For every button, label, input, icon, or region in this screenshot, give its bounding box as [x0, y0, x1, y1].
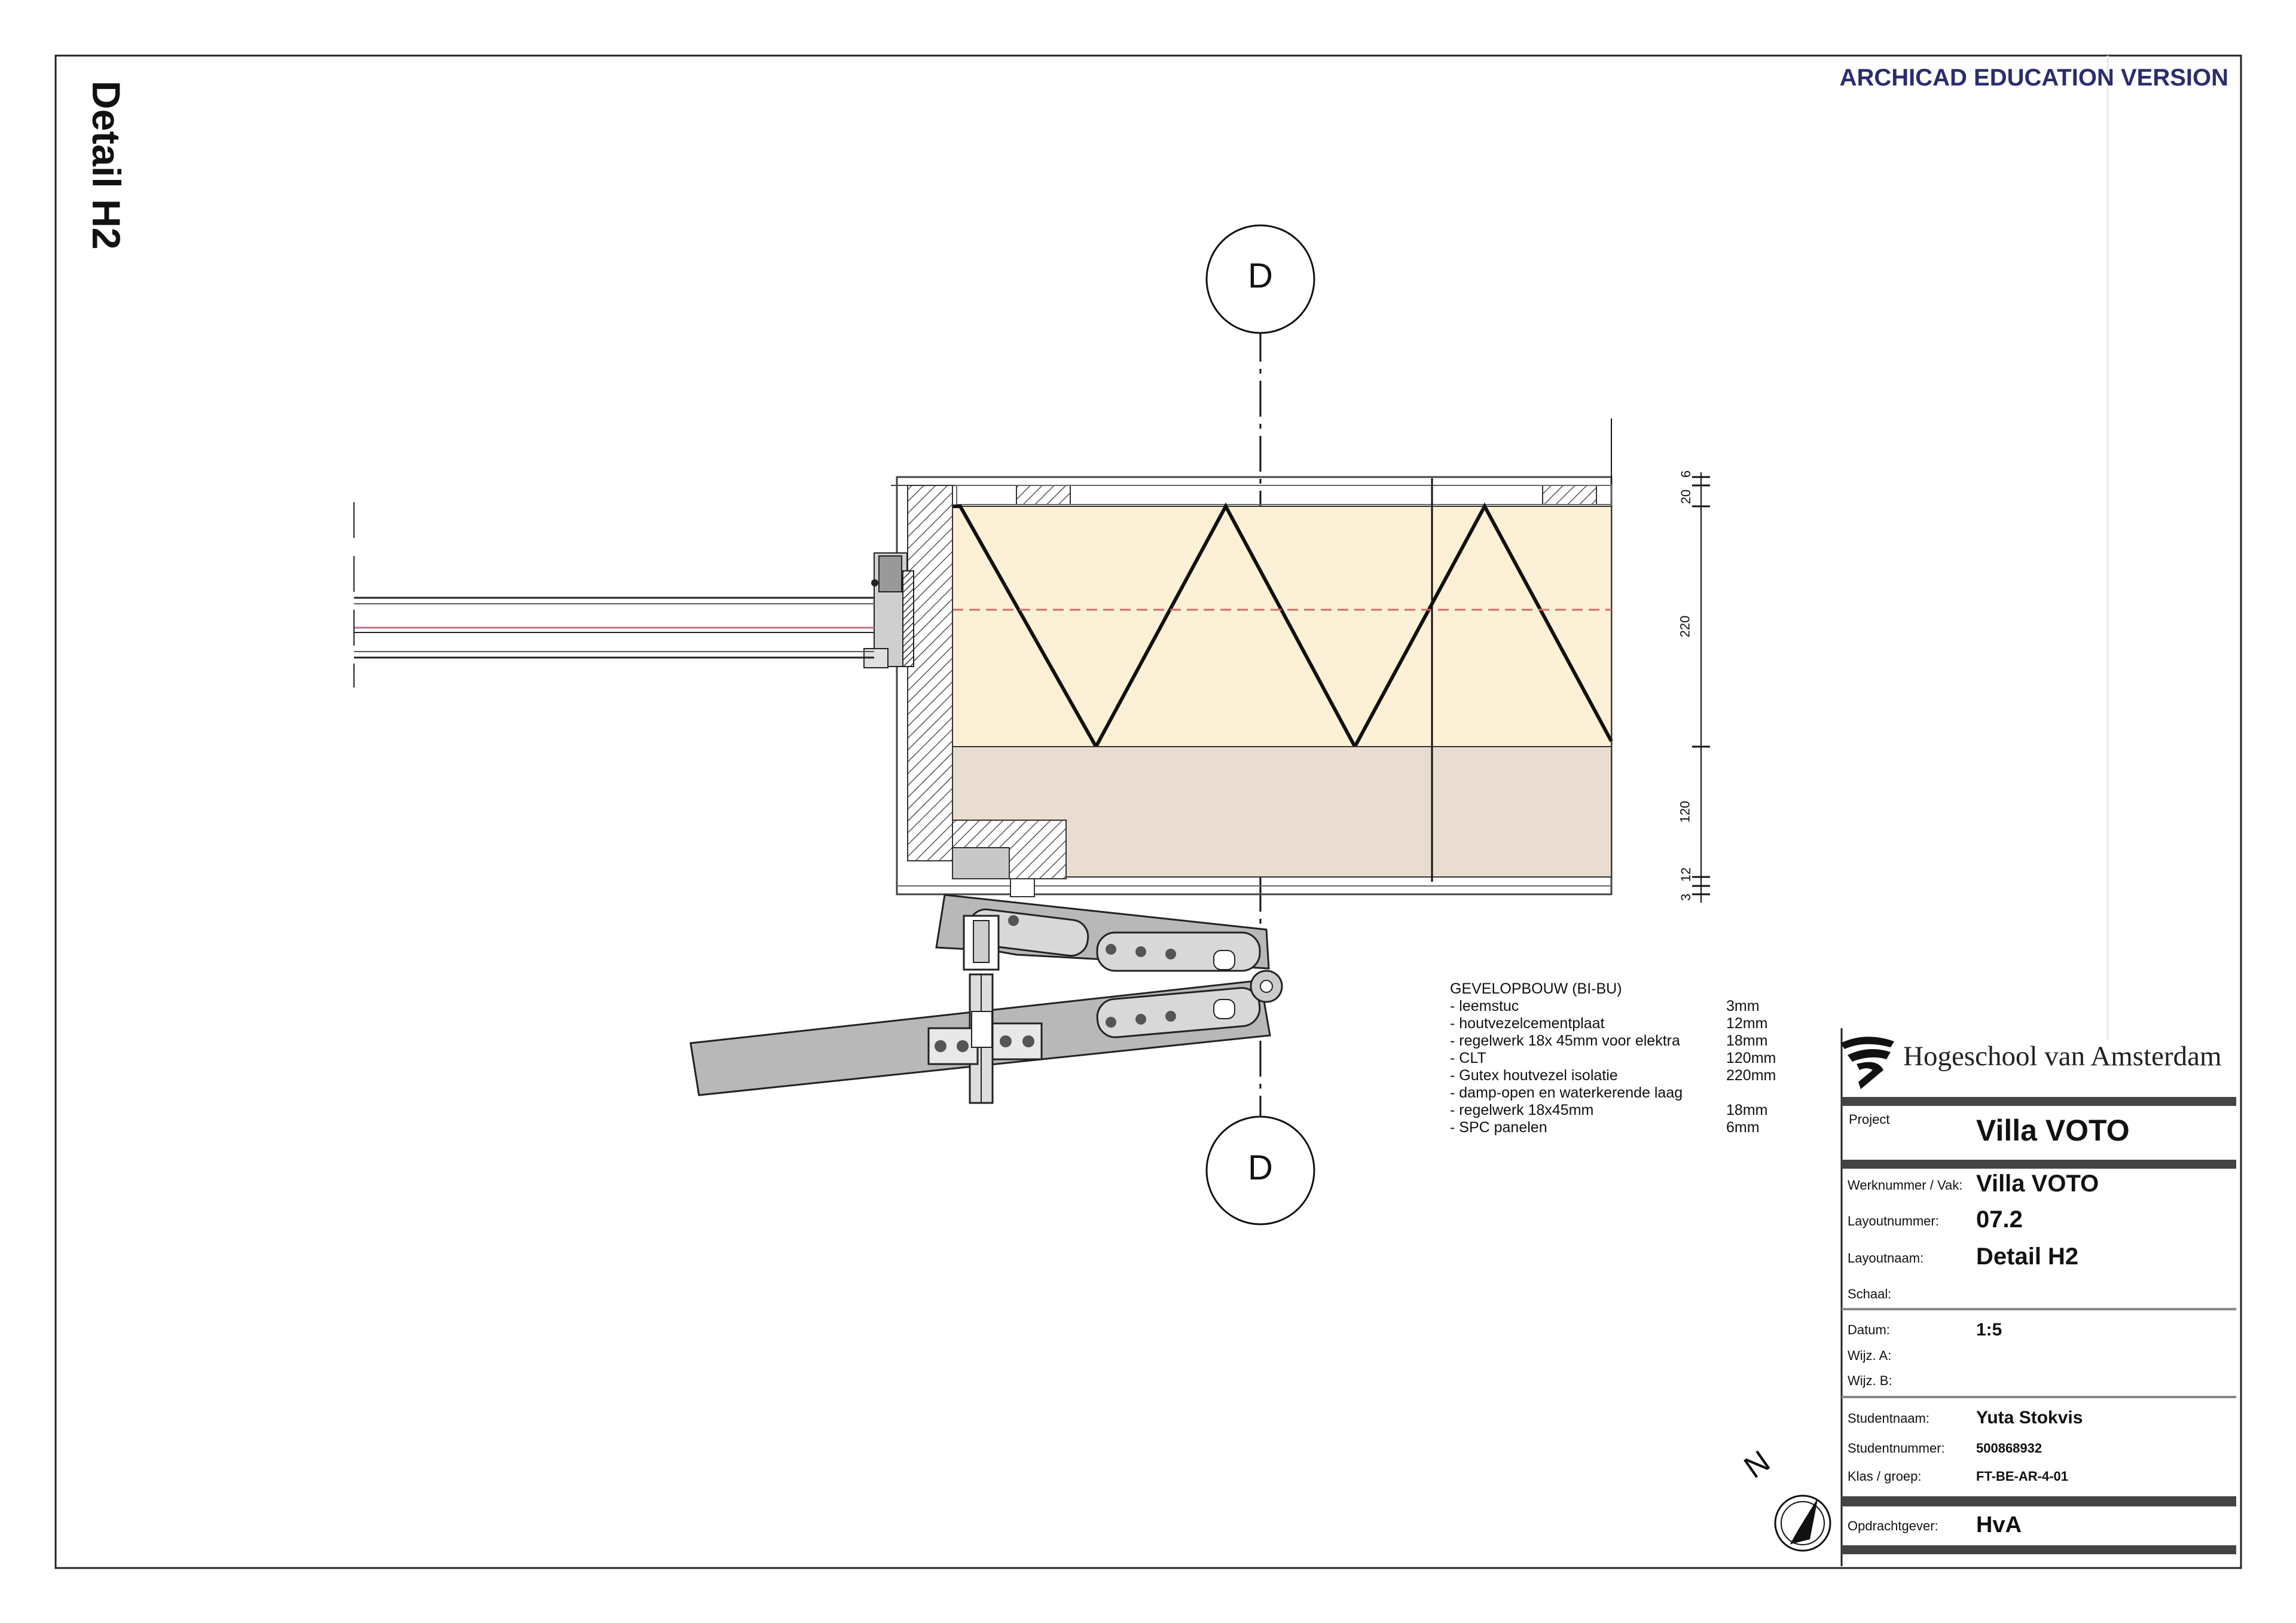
- glazing-panel: [353, 502, 874, 687]
- werknummer-label: Werknummer / Vak:: [1848, 1178, 1963, 1193]
- project-label: Project: [1849, 1112, 1890, 1127]
- legend-layer-thickness: 6mm: [1726, 1119, 1760, 1136]
- layoutnaam-value: Detail H2: [1976, 1243, 2079, 1270]
- sheet-border: [54, 54, 2242, 1569]
- legend-heading: GEVELOPBOUW (BI-BU): [1450, 980, 1622, 997]
- section-marker-bottom-label: D: [1248, 1148, 1273, 1187]
- opdrachtgever-value: HvA: [1976, 1512, 2022, 1538]
- datum-value: 1:5: [1976, 1320, 2002, 1340]
- datum-label: Datum:: [1848, 1322, 1890, 1337]
- layoutnummer-label: Layoutnummer:: [1848, 1214, 1939, 1228]
- insulation-zigzag: [952, 502, 1613, 751]
- title-block-frame: [1840, 1028, 2236, 1566]
- legend-layer-name: - CLT: [1450, 1050, 1486, 1066]
- legend-row: - SPC panelen 6mm: [1450, 1119, 1785, 1136]
- sheet-side-title: Detail H2: [84, 81, 129, 250]
- legend-layer-name: - Gutex houtvezel isolatie: [1450, 1067, 1618, 1084]
- layoutnummer-value: 07.2: [1976, 1206, 2023, 1233]
- insulation-layer: [952, 506, 1612, 747]
- legend-layer-thickness: 18mm: [1726, 1032, 1768, 1049]
- schaal-label: Schaal:: [1848, 1286, 1892, 1301]
- opdrachtgever-label: Opdrachtgever:: [1848, 1518, 1938, 1533]
- studentnummer-label: Studentnummer:: [1848, 1441, 1945, 1456]
- layer-legend: GEVELOPBOUW (BI-BU) - leemstuc 3mm - hou…: [1450, 980, 1785, 1136]
- layoutnaam-label: Layoutnaam:: [1848, 1251, 1924, 1266]
- legend-layer-thickness: 120mm: [1726, 1050, 1776, 1066]
- section-marker-top: [1205, 224, 1315, 334]
- studentnaam-label: Studentnaam:: [1848, 1411, 1929, 1426]
- studentnaam-value: Yuta Stokvis: [1976, 1408, 2083, 1428]
- legend-layer-thickness: 12mm: [1726, 1015, 1768, 1032]
- legend-row: - leemstuc 3mm: [1450, 998, 1785, 1015]
- werknummer-value: Villa VOTO: [1976, 1170, 2099, 1197]
- legend-layer-name: - houtvezelcementplaat: [1450, 1015, 1605, 1032]
- klas-label: Klas / groep:: [1848, 1469, 1922, 1484]
- legend-layer-thickness: 220mm: [1726, 1067, 1776, 1084]
- window-frame-profile: [863, 552, 914, 668]
- project-value: Villa VOTO: [1976, 1114, 2130, 1147]
- dimension-3: 3: [1678, 893, 1694, 901]
- education-watermark: ARCHICAD EDUCATION VERSION: [1839, 65, 2228, 91]
- legend-layer-name: - damp-open en waterkerende laag: [1450, 1084, 1683, 1101]
- wijz-b-label: Wijz. B:: [1848, 1373, 1892, 1388]
- legend-layer-thickness: 3mm: [1726, 998, 1760, 1014]
- legend-layer-name: - leemstuc: [1450, 998, 1519, 1014]
- legend-layer-name: - regelwerk 18x 45mm voor elektra: [1450, 1032, 1680, 1049]
- legend-row: - Gutex houtvezel isolatie 220mm: [1450, 1067, 1785, 1084]
- top-batten-right: [1542, 485, 1597, 505]
- wijz-a-label: Wijz. A:: [1848, 1348, 1892, 1363]
- top-batten-left: [1016, 485, 1071, 505]
- dimension-20: 20: [1678, 489, 1694, 505]
- shutter-hinge-assembly: [689, 894, 1283, 1104]
- legend-row: - houtvezelcementplaat 12mm: [1450, 1015, 1785, 1032]
- legend-row: - damp-open en waterkerende laag: [1450, 1084, 1785, 1102]
- legend-row: - regelwerk 18x45mm 18mm: [1450, 1102, 1785, 1119]
- dimension-12: 12: [1678, 867, 1694, 882]
- dimension-220: 220: [1677, 615, 1693, 638]
- legend-layer-name: - SPC panelen: [1450, 1119, 1547, 1136]
- klas-value: FT-BE-AR-4-01: [1976, 1469, 2069, 1484]
- section-marker-top-label: D: [1248, 256, 1273, 295]
- dimension-6: 6: [1678, 470, 1694, 478]
- reveal-lining: [907, 485, 953, 861]
- legend-row: - CLT 120mm: [1450, 1050, 1785, 1067]
- legend-row: - regelwerk 18x 45mm voor elektra 18mm: [1450, 1032, 1785, 1050]
- legend-layer-name: - regelwerk 18x45mm: [1450, 1102, 1594, 1118]
- studentnummer-value: 500868932: [1976, 1441, 2042, 1456]
- dimension-120: 120: [1677, 800, 1693, 823]
- hva-logo-icon: [1840, 1037, 1894, 1089]
- dimension-chain: [1431, 418, 1710, 903]
- north-arrow-icon: [1774, 1494, 1831, 1552]
- section-marker-bottom: [1205, 1115, 1315, 1225]
- legend-layer-thickness: 18mm: [1726, 1102, 1768, 1118]
- school-name: Hogeschool van Amsterdam: [1903, 1041, 2222, 1072]
